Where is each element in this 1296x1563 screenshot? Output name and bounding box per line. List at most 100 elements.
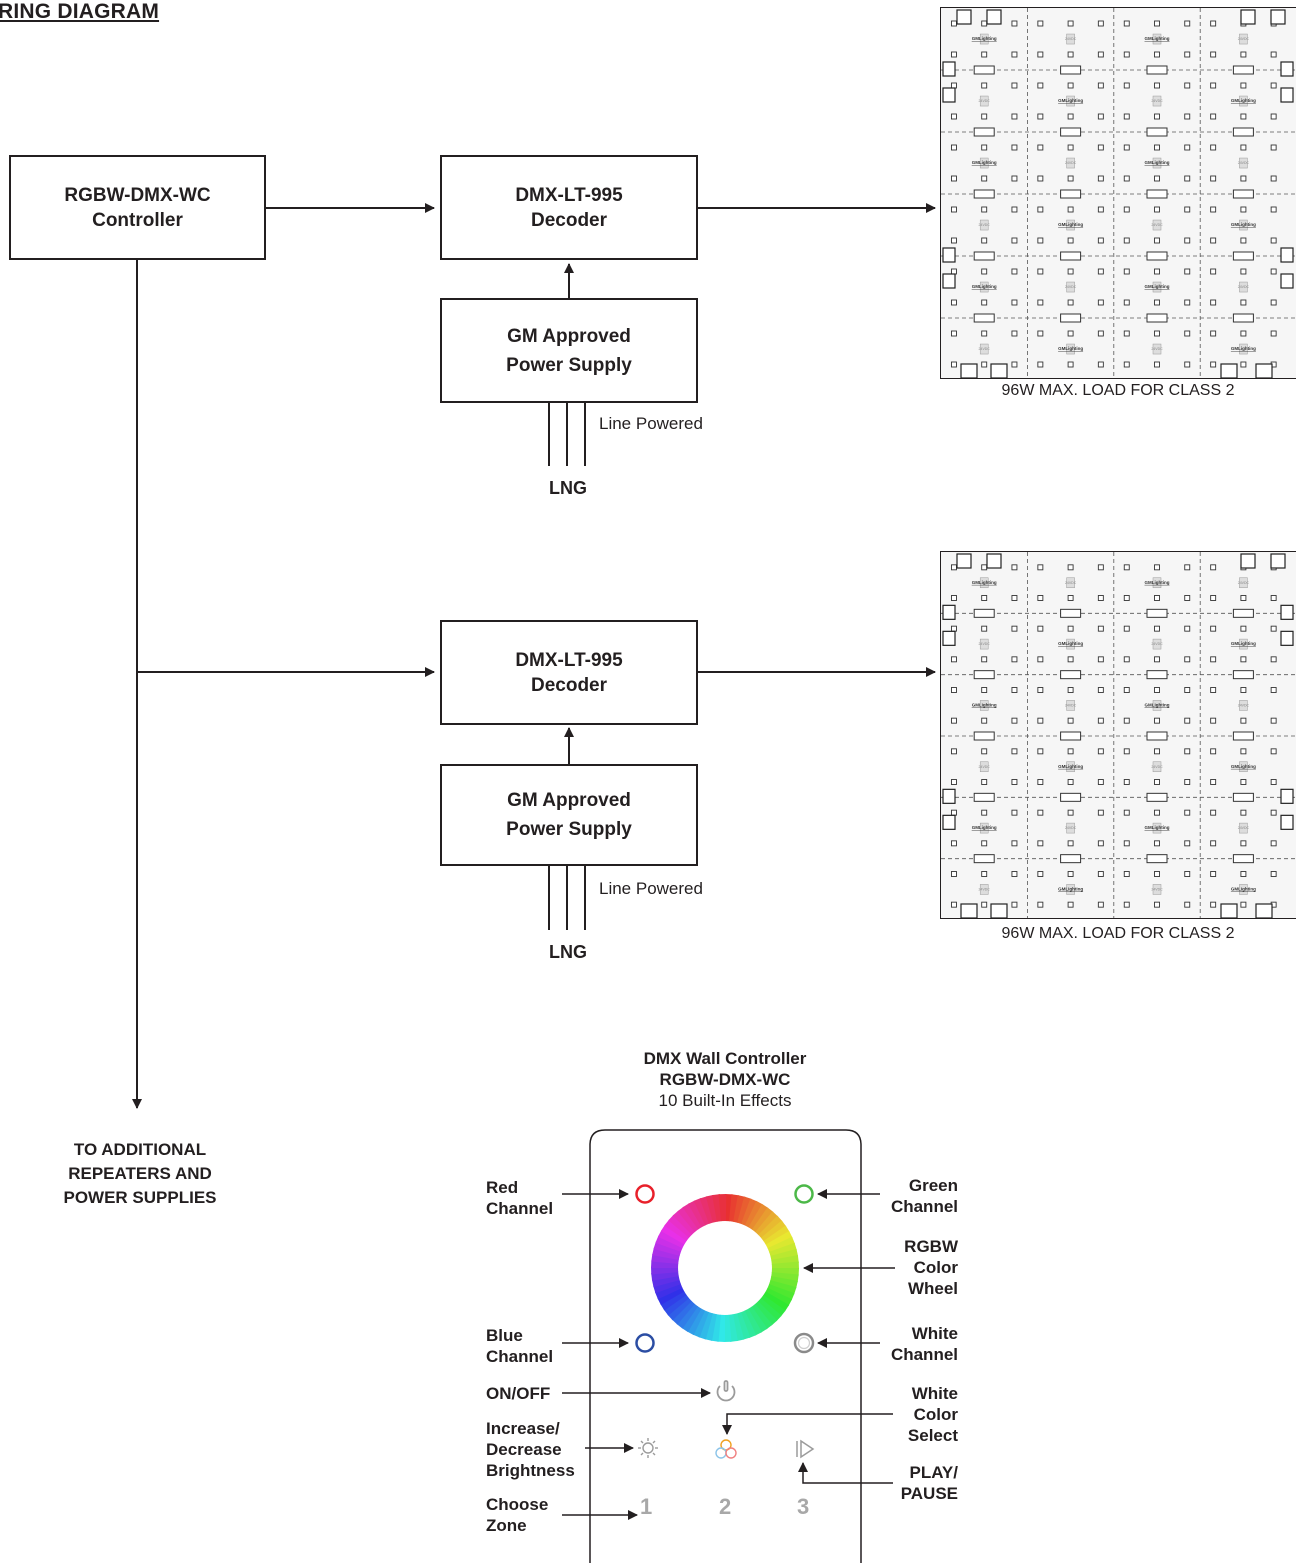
red-channel-label-1: Red xyxy=(486,1178,519,1197)
svg-text:GMLighting: GMLighting xyxy=(1058,98,1083,103)
svg-text:24VDC: 24VDC xyxy=(979,99,991,103)
power-supply-1-line1: GM Approved xyxy=(507,325,631,347)
svg-text:24VDC: 24VDC xyxy=(1065,161,1077,165)
rgbw-color-wheel-label: RGBW Color Wheel xyxy=(860,1236,958,1299)
led-panel-2: GMLighting 24VDC GMLighting 24VDC 24VDC GMLig… xyxy=(940,551,1296,919)
white-channel-label: White Channel xyxy=(860,1323,958,1365)
brightness-label: Increase/ Decrease Brightness xyxy=(486,1418,575,1481)
svg-text:GMLighting: GMLighting xyxy=(972,825,997,830)
brightness-sun-icon xyxy=(638,1438,658,1458)
svg-text:GMLighting: GMLighting xyxy=(1145,580,1170,585)
play-pause-label-1: PLAY/ xyxy=(909,1463,958,1482)
svg-text:GMLighting: GMLighting xyxy=(1058,222,1083,227)
wheel-label-3: Wheel xyxy=(907,1279,958,1298)
svg-text:GMLighting: GMLighting xyxy=(972,703,997,708)
led-panel-1: GMLighting 24VDC GMLighting 24VDC 24VDC GMLig… xyxy=(940,7,1296,379)
additional-line3: POWER SUPPLIES xyxy=(63,1188,217,1207)
zone-1-button: 1 xyxy=(640,1494,653,1519)
svg-text:24VDC: 24VDC xyxy=(1151,888,1163,892)
controller-box: RGBW-DMX-WC Controller xyxy=(9,155,266,260)
play-pause-label: PLAY/ PAUSE xyxy=(860,1462,958,1504)
svg-text:GMLighting: GMLighting xyxy=(972,580,997,585)
white-channel-label-2: Channel xyxy=(890,1345,958,1364)
white-channel-button-icon xyxy=(793,1332,815,1354)
led-panel-1-caption: 96W MAX. LOAD FOR CLASS 2 xyxy=(1001,382,1235,399)
svg-text:GMLighting: GMLighting xyxy=(1145,36,1170,41)
svg-text:24VDC: 24VDC xyxy=(1151,223,1163,227)
green-channel-label: Green Channel xyxy=(860,1175,958,1217)
white-select-label-1: White xyxy=(911,1384,958,1403)
power-icon xyxy=(716,1380,736,1402)
zone-2-button: 2 xyxy=(719,1494,732,1519)
svg-text:GMLighting: GMLighting xyxy=(1231,764,1256,769)
decoder-1-model: DMX-LT-995 xyxy=(515,184,623,206)
choose-zone-label: Choose Zone xyxy=(486,1494,548,1536)
power-supply-2-box: GM Approved Power Supply xyxy=(440,764,698,866)
lng-label-1: LNG xyxy=(549,478,587,498)
green-channel-label-2: Channel xyxy=(890,1197,958,1216)
wheel-label-1: RGBW xyxy=(904,1237,958,1256)
decoder-1-box: DMX-LT-995 Decoder xyxy=(440,155,698,260)
svg-text:24VDC: 24VDC xyxy=(1151,99,1163,103)
svg-text:GMLighting: GMLighting xyxy=(1058,641,1083,646)
svg-text:24VDC: 24VDC xyxy=(1151,347,1163,351)
led-panel-2-caption: 96W MAX. LOAD FOR CLASS 2 xyxy=(1001,925,1235,942)
svg-text:24VDC: 24VDC xyxy=(1065,285,1077,289)
brightness-label-1: Increase/ xyxy=(486,1419,560,1438)
brightness-label-3: Brightness xyxy=(486,1461,575,1480)
zone-3-button: 3 xyxy=(797,1494,810,1519)
choose-zone-label-2: Zone xyxy=(486,1516,527,1535)
additional-line1: TO ADDITIONAL xyxy=(73,1140,207,1159)
diagram-title: RING DIAGRAM xyxy=(0,0,160,23)
white-select-callout-arrow xyxy=(722,1413,893,1435)
decoder-2-model: DMX-LT-995 xyxy=(515,649,623,671)
svg-text:24VDC: 24VDC xyxy=(979,765,991,769)
line-powered-label-1: Line Powered xyxy=(599,414,703,433)
power-supply-1-line2: Power Supply xyxy=(506,354,632,376)
red-channel-button-icon xyxy=(635,1184,655,1204)
svg-text:24VDC: 24VDC xyxy=(1238,581,1250,585)
white-select-label-3: Select xyxy=(907,1426,958,1445)
white-color-select-icon xyxy=(715,1439,737,1459)
svg-text:GMLighting: GMLighting xyxy=(1058,887,1083,892)
line-powered-label-2: Line Powered xyxy=(599,879,703,898)
play-pause-label-2: PAUSE xyxy=(900,1484,958,1503)
svg-text:24VDC: 24VDC xyxy=(979,888,991,892)
additional-line2: REPEATERS AND xyxy=(68,1164,212,1183)
svg-text:GMLighting: GMLighting xyxy=(1231,98,1256,103)
blue-channel-label-1: Blue xyxy=(486,1326,523,1345)
white-channel-label-1: White xyxy=(911,1324,958,1343)
blue-channel-label-2: Channel xyxy=(486,1347,554,1366)
svg-text:GMLighting: GMLighting xyxy=(1145,284,1170,289)
red-channel-label-2: Channel xyxy=(486,1199,554,1218)
rgbw-color-wheel-icon xyxy=(651,1194,799,1342)
white-color-select-label: White Color Select xyxy=(860,1383,958,1446)
decoder-1-type: Decoder xyxy=(530,209,608,231)
svg-text:GMLighting: GMLighting xyxy=(1231,641,1256,646)
svg-text:24VDC: 24VDC xyxy=(979,347,991,351)
power-supply-2-line2: Power Supply xyxy=(506,819,632,840)
svg-text:24VDC: 24VDC xyxy=(1238,161,1250,165)
svg-text:GMLighting: GMLighting xyxy=(1145,825,1170,830)
svg-text:24VDC: 24VDC xyxy=(1238,285,1250,289)
svg-text:24VDC: 24VDC xyxy=(1065,704,1077,708)
white-select-label-2: Color xyxy=(913,1405,958,1424)
svg-text:24VDC: 24VDC xyxy=(1065,826,1077,830)
svg-text:24VDC: 24VDC xyxy=(1238,704,1250,708)
svg-text:24VDC: 24VDC xyxy=(979,223,991,227)
green-channel-label-1: Green xyxy=(908,1176,958,1195)
onoff-label: ON/OFF xyxy=(486,1384,551,1403)
svg-text:24VDC: 24VDC xyxy=(1238,37,1250,41)
wall-controller-title-1: DMX Wall Controller xyxy=(643,1049,807,1068)
power-supply-1-box: GM Approved Power Supply xyxy=(440,298,698,403)
svg-text:GMLighting: GMLighting xyxy=(1231,887,1256,892)
lng-label-2: LNG xyxy=(549,942,587,962)
svg-text:GMLighting: GMLighting xyxy=(972,160,997,165)
choose-zone-label-1: Choose xyxy=(486,1495,549,1514)
svg-text:GMLighting: GMLighting xyxy=(1058,764,1083,769)
wall-controller-subtitle: 10 Built-In Effects xyxy=(658,1091,792,1110)
controller-box-line2: Controller xyxy=(92,209,183,231)
controller-box-line1: RGBW-DMX-WC xyxy=(64,184,211,206)
blue-channel-label: Blue Channel xyxy=(486,1325,553,1367)
